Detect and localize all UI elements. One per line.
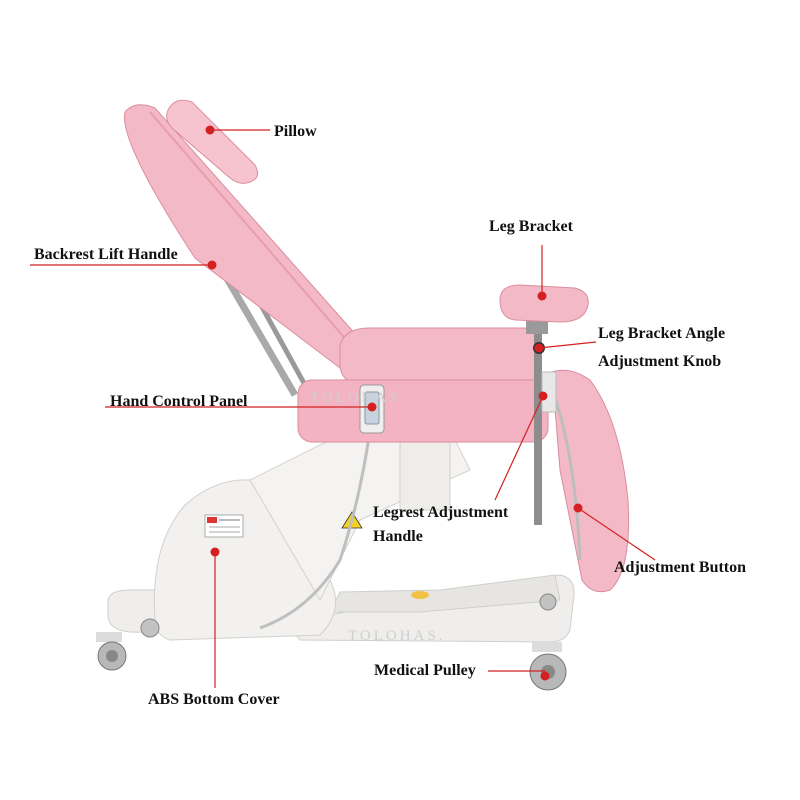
pillow	[166, 99, 259, 184]
label-adjustment-button: Adjustment Button	[614, 559, 747, 576]
leg-bracket-marker-dot	[537, 291, 547, 301]
label-leg-bracket-angle-line2: Adjustment Knob	[598, 353, 722, 370]
leg-bracket	[499, 284, 589, 323]
label-legrest-adjustment-line2: Handle	[373, 528, 423, 545]
pulley-marker-dot	[540, 671, 550, 681]
watermark-upper: TOLOHAS	[310, 390, 401, 406]
control-cable	[259, 429, 372, 630]
label-abs-bottom-cover: ABS Bottom Cover	[148, 691, 280, 708]
leg-bracket-pole	[526, 318, 548, 525]
label-pillow: Pillow	[274, 123, 317, 140]
legrest	[541, 369, 630, 593]
angle-knob-marker-dot	[534, 343, 544, 353]
label-medical-pulley: Medical Pulley	[374, 662, 476, 679]
label-leg-bracket: Leg Bracket	[489, 218, 573, 235]
watermark-lower: TOLOHAS.	[348, 628, 445, 644]
adjustment-button-marker-dot	[573, 503, 583, 513]
caster-right-front	[529, 642, 567, 691]
label-legrest-adjustment-line1: Legrest Adjustment	[373, 504, 509, 521]
pillow-marker-dot	[205, 125, 215, 135]
backrest-handle-marker-dot	[207, 260, 217, 270]
caster-left-front	[96, 632, 127, 671]
hand-panel-marker-dot	[367, 402, 377, 412]
caster-left-rear	[140, 618, 160, 638]
caster-right-rear	[539, 593, 557, 611]
label-hand-control-panel: Hand Control Panel	[110, 393, 248, 410]
label-backrest-lift-handle: Backrest Lift Handle	[34, 246, 178, 263]
bottom-cover-marker-dot	[210, 547, 220, 557]
backrest	[123, 104, 372, 375]
legrest-handle-marker-dot	[538, 391, 548, 401]
label-leg-bracket-angle-line1: Leg Bracket Angle	[598, 325, 726, 342]
callouts	[30, 125, 656, 688]
